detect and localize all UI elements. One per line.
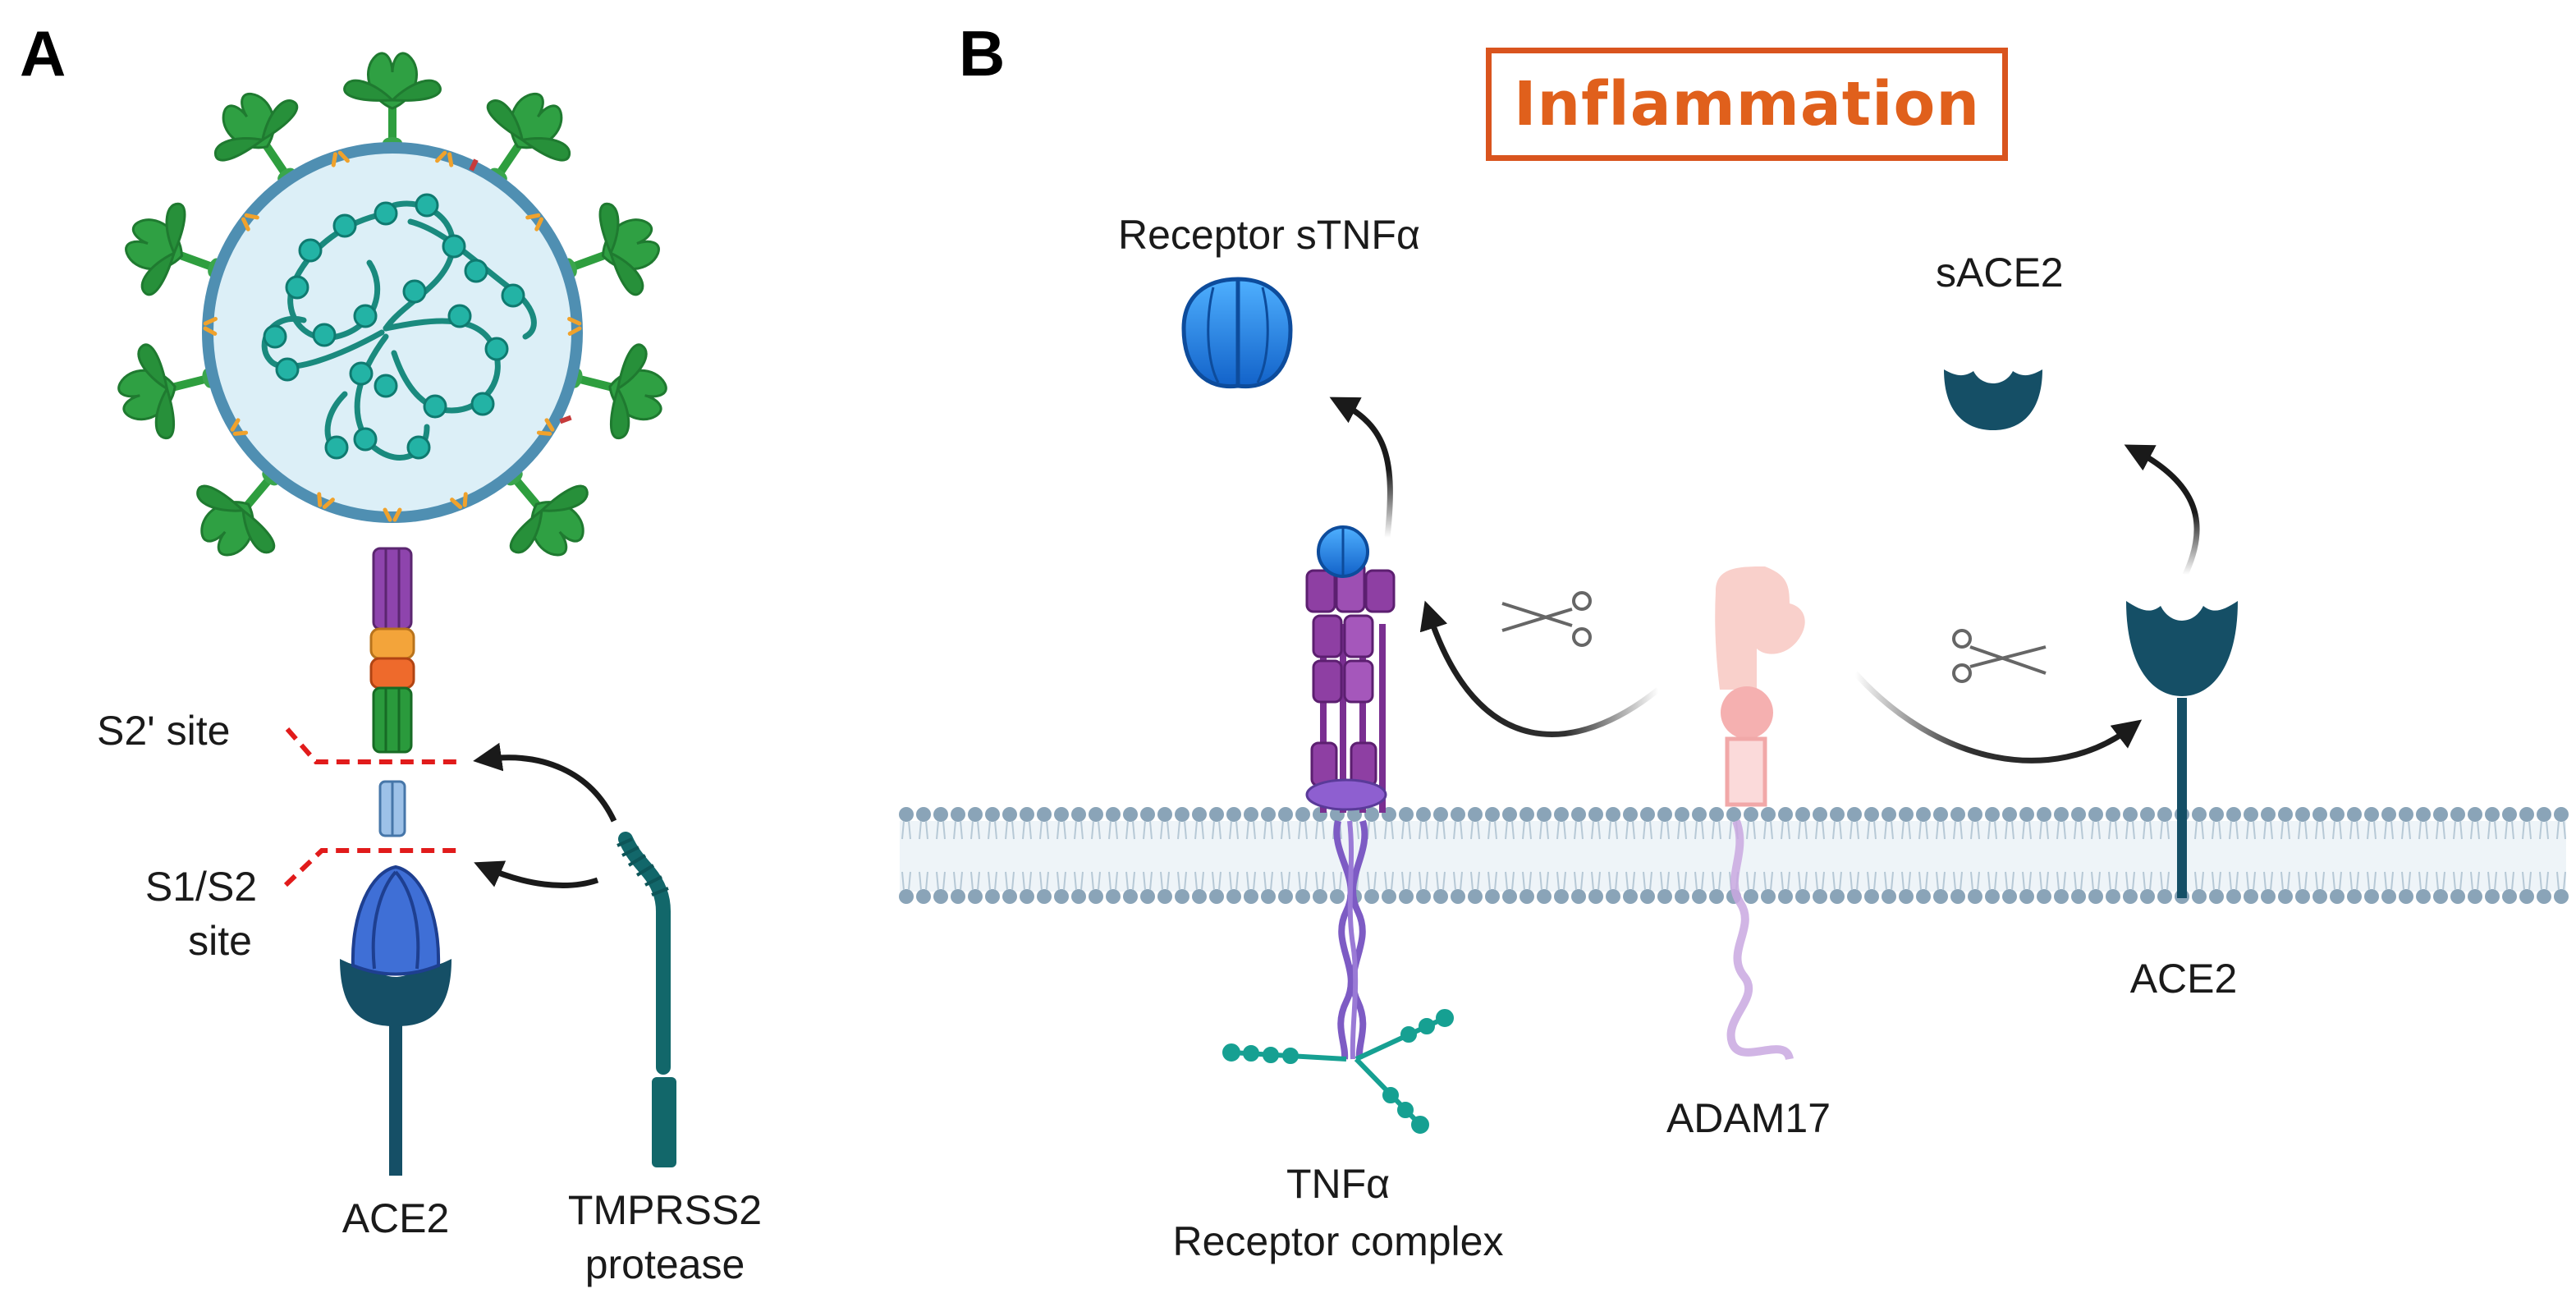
ace2-label-a: ACE2 [341, 1195, 450, 1241]
sace2-label: sACE2 [1936, 250, 2064, 296]
ace2-receptor-a [340, 864, 451, 1176]
viral-envelope [202, 142, 583, 523]
soluble-tnf-receptor [1181, 277, 1293, 389]
tmprss2-label-line2: protease [584, 1241, 745, 1287]
adam17-label: ADAM17 [1666, 1095, 1831, 1141]
panel-letter-b: B [959, 17, 1006, 89]
receptor-stnf-label: Receptor sTNFα [1118, 212, 1420, 258]
inflammation-title: Inflammation [1513, 69, 1981, 140]
scissors-icon-right [1952, 629, 2047, 683]
virion [110, 53, 675, 577]
scissors-icon-left [1501, 591, 1592, 647]
tnf-receptor-complex [1222, 525, 1454, 1134]
protease-arrows [473, 742, 617, 888]
ace2-receptor-b [2126, 601, 2238, 898]
tmprss2-protease [616, 832, 676, 1167]
soluble-ace2 [1944, 369, 2042, 430]
cleavage-site-lines [283, 727, 460, 887]
s2-prime-site-label: S2' site [97, 708, 231, 754]
panel-letter-a: A [20, 17, 66, 89]
adam17-protease [1715, 566, 1805, 1061]
tnf-label-line2: Receptor complex [1172, 1218, 1504, 1264]
envelope-proteins [205, 151, 580, 520]
inflammation-title-box: Inflammation [1486, 48, 2008, 161]
nucleocapsid-dots [263, 193, 525, 460]
s1s2-site-label-line2: site [188, 918, 252, 964]
tnf-label-line1: TNFα [1286, 1161, 1391, 1207]
shedding-arrows [1329, 397, 2200, 764]
s1s2-site-label-line1: S1/S2 [144, 864, 258, 910]
tmprss2-label-line1: TMPRSS2 [567, 1187, 763, 1233]
spike-protein-stalk [369, 547, 415, 837]
ace2-label-b: ACE2 [2129, 956, 2238, 1002]
